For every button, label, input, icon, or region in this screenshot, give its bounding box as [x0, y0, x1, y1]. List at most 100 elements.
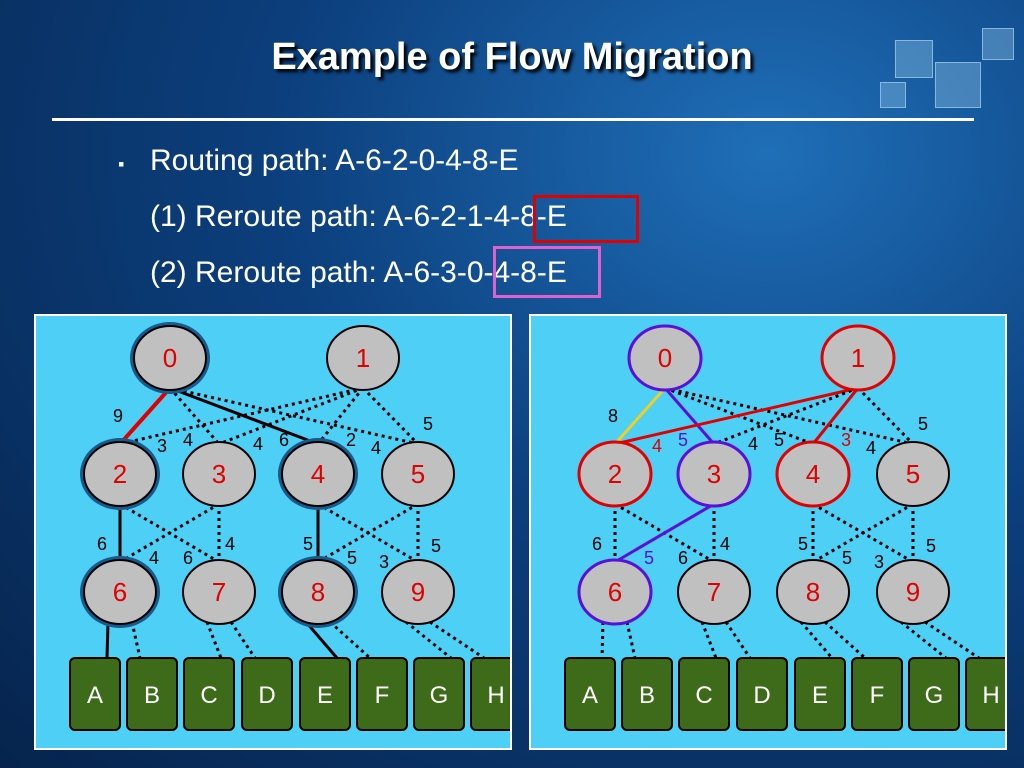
host-D	[736, 657, 788, 731]
host-label-H: H	[982, 682, 999, 709]
link-9-host	[429, 620, 485, 660]
link-7-host	[205, 621, 223, 659]
link-weight-label: 6	[279, 430, 289, 450]
host-D	[241, 657, 293, 731]
link-9-host	[900, 620, 947, 660]
link-weight-label: 4	[720, 534, 730, 554]
link-weight-label: 4	[652, 436, 662, 456]
link-weight-label: 4	[866, 438, 876, 458]
switch-label-3: 3	[212, 459, 226, 489]
link-weight-label: 5	[423, 414, 433, 434]
link-weight-label: 6	[678, 548, 688, 568]
host-label-C: C	[200, 682, 217, 709]
host-G	[908, 657, 960, 731]
switch-node-4	[281, 441, 355, 507]
decorative-square	[935, 62, 981, 108]
host-B	[621, 657, 673, 731]
link-6-host	[625, 621, 637, 659]
host-label-G: G	[430, 682, 449, 709]
decorative-square	[895, 40, 933, 78]
link-1-2	[614, 386, 859, 446]
link-weight-label: 4	[225, 534, 235, 554]
host-C	[678, 657, 730, 731]
switch-node-3	[676, 440, 752, 508]
host-label-H: H	[487, 682, 504, 709]
switch-node-6	[83, 559, 157, 625]
link-0-2	[118, 386, 172, 446]
switch-label-4: 4	[311, 459, 325, 489]
link-3-6	[614, 502, 715, 564]
switch-node-8	[281, 559, 355, 625]
switch-label-2: 2	[113, 459, 127, 489]
link-weight-label: 4	[371, 438, 381, 458]
link-6-host	[600, 621, 605, 659]
host-label-D: D	[753, 682, 770, 709]
host-F	[356, 657, 408, 731]
switch-label-8: 8	[806, 577, 820, 607]
link-weight-label: 5	[347, 548, 357, 568]
switch-label-3: 3	[707, 459, 721, 489]
highlight-box-reroute-1	[533, 195, 639, 243]
reroute-path-1-line: (1) Reroute path: A-6-2-1-4-8-E	[150, 200, 567, 233]
link-9-host	[924, 620, 980, 660]
link-weight-label: 3	[157, 436, 167, 456]
switch-label-0: 0	[163, 343, 177, 373]
link-weight-label: 5	[774, 430, 784, 450]
link-weight-label: 6	[97, 534, 107, 554]
title-divider	[52, 118, 974, 121]
link-6-host	[105, 621, 110, 659]
switch-node-2	[577, 440, 653, 508]
switch-node-1	[326, 325, 400, 391]
host-G	[413, 657, 465, 731]
host-label-F: F	[375, 682, 390, 709]
switch-label-0: 0	[658, 343, 672, 373]
decorative-square	[880, 82, 906, 108]
host-A	[69, 657, 121, 731]
link-5-8	[317, 502, 419, 564]
slide-title: Example of Flow Migration	[271, 36, 753, 78]
host-E	[299, 657, 351, 731]
host-A	[564, 657, 616, 731]
switch-label-5: 5	[411, 459, 425, 489]
link-weight-label: 5	[678, 430, 688, 450]
link-weight-label: 5	[918, 414, 928, 434]
switch-label-1: 1	[356, 343, 370, 373]
decorative-square	[982, 28, 1014, 60]
link-weight-label: 2	[346, 430, 356, 450]
link-0-5	[664, 386, 914, 446]
switch-node-8	[776, 559, 850, 625]
switch-label-7: 7	[212, 577, 226, 607]
switch-label-9: 9	[411, 577, 425, 607]
switch-node-0	[133, 325, 207, 391]
link-9-host	[405, 620, 452, 660]
switch-node-6	[577, 558, 653, 626]
link-weight-label: 8	[608, 406, 618, 426]
switch-label-7: 7	[707, 577, 721, 607]
link-0-3	[168, 387, 221, 445]
switch-label-2: 2	[608, 459, 622, 489]
link-7-host	[700, 621, 718, 659]
link-7-host	[724, 621, 752, 659]
link-weight-label: 5	[303, 534, 313, 554]
switch-label-8: 8	[311, 577, 325, 607]
link-1-3	[218, 386, 364, 446]
link-8-host	[823, 620, 867, 660]
link-weight-label: 6	[183, 548, 193, 568]
link-8-host	[799, 621, 834, 659]
link-weight-label: 6	[592, 534, 602, 554]
link-8-host	[328, 620, 372, 660]
link-6-host	[130, 621, 142, 659]
link-8-host	[304, 621, 339, 659]
link-weight-label: 5	[926, 536, 936, 556]
host-B	[126, 657, 178, 731]
link-weight-label: 3	[841, 430, 851, 450]
link-weight-label: 3	[874, 552, 884, 572]
link-weight-label: 5	[798, 534, 808, 554]
host-label-A: A	[87, 682, 103, 709]
link-weight-label: 4	[183, 430, 193, 450]
switch-node-9	[876, 559, 950, 625]
link-3-6	[119, 502, 220, 564]
